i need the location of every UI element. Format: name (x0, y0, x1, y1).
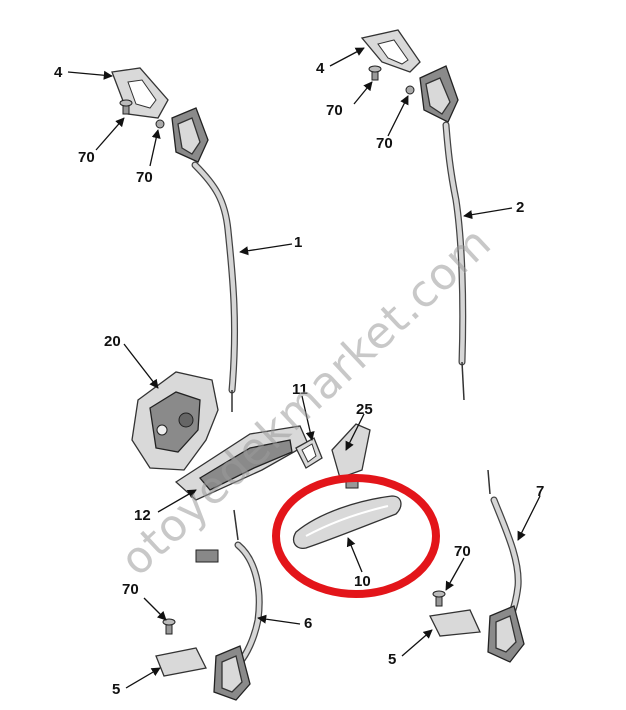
cable-part-6 (233, 509, 263, 666)
screw-part-70-f (432, 590, 446, 607)
label-70-d: 70 (376, 135, 393, 152)
clip-part-25 (331, 423, 371, 489)
label-70-f: 70 (122, 581, 139, 598)
highlight-ellipse (272, 474, 440, 598)
screw-part-70-e (162, 618, 176, 635)
screw-part-70-c (368, 65, 382, 81)
bracket-part-5-right (429, 609, 481, 637)
cable-part-1 (191, 161, 239, 412)
handle-carrier-part-12 (174, 425, 309, 501)
cable-part-7 (487, 469, 522, 626)
lock-part-bottom-left (213, 645, 251, 701)
label-12: 12 (134, 507, 151, 524)
door-handle-part-10 (292, 495, 402, 549)
label-4-right: 4 (316, 60, 325, 77)
label-2: 2 (516, 199, 524, 216)
gasket-part-11 (295, 437, 323, 469)
bracket-part-5-left (155, 647, 207, 677)
connector-part-bottom-left (195, 549, 219, 563)
label-5-right: 5 (388, 651, 396, 668)
label-20: 20 (104, 333, 121, 350)
label-5-left: 5 (112, 681, 120, 698)
label-70-c: 70 (326, 102, 343, 119)
screw-part-70-a (119, 99, 133, 115)
label-7: 7 (536, 483, 544, 500)
label-6: 6 (304, 615, 312, 632)
label-70-a: 70 (78, 149, 95, 166)
lock-part-bottom-right (487, 605, 525, 663)
label-10: 10 (354, 573, 371, 590)
label-25: 25 (356, 401, 373, 418)
bracket-part-4-right (360, 29, 421, 73)
label-11: 11 (292, 381, 308, 398)
bracket-part-4-left (111, 67, 169, 119)
label-70-b: 70 (136, 169, 153, 186)
label-70-e: 70 (454, 543, 471, 560)
label-4-left: 4 (54, 64, 63, 81)
lock-module-part-20 (131, 371, 219, 471)
cable-part-2 (442, 121, 467, 401)
leader-lines (67, 47, 541, 689)
screw-part-70-d (405, 85, 415, 95)
screw-part-70-b (155, 119, 165, 129)
lock-part-top-right (419, 65, 459, 123)
label-1: 1 (294, 234, 302, 251)
lock-part-top-left (171, 107, 209, 163)
